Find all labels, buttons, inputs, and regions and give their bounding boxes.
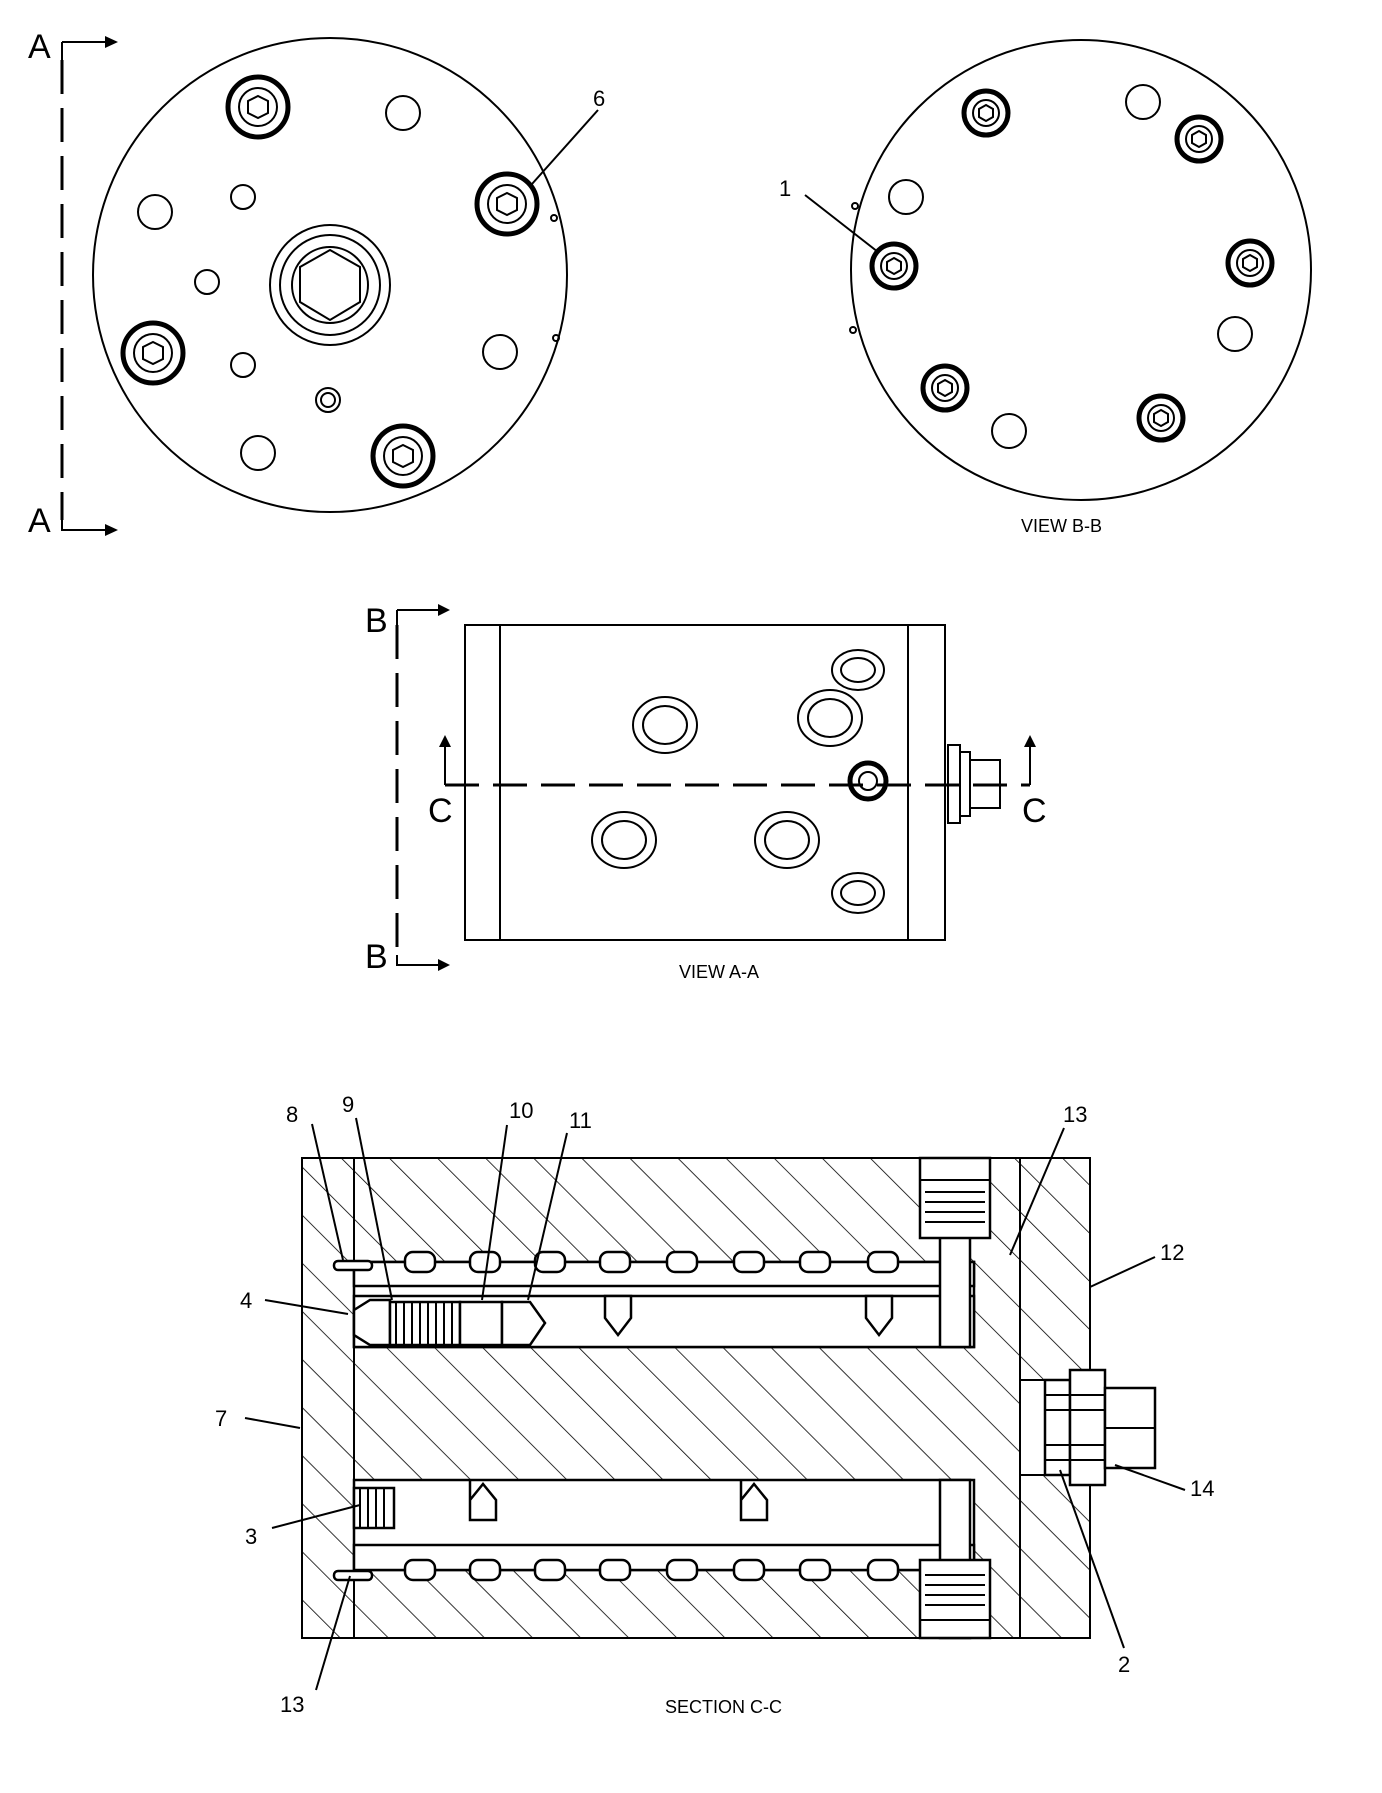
cap-screw: [1174, 114, 1224, 164]
callout-14: 14: [1190, 1476, 1214, 1501]
callout-4: 4: [240, 1288, 252, 1313]
callout-9: 9: [342, 1092, 354, 1117]
cap-screw: [961, 88, 1011, 138]
cap-screw: [920, 363, 970, 413]
cap-screw: [225, 74, 291, 140]
right-fitting: [1043, 1368, 1157, 1487]
callout-3: 3: [245, 1524, 257, 1549]
cap-screw: [1136, 393, 1186, 443]
poppet-assembly: [352, 1298, 547, 1347]
section-mark-a-top: A: [28, 28, 51, 66]
section-mark-a-bottom: A: [28, 502, 51, 540]
view-b-b: 1 VIEW B-B: [779, 39, 1312, 536]
cap-screw: [869, 241, 919, 291]
view-a-a: B B C C VIEW A-A: [365, 602, 1047, 982]
end-cap-disc: [92, 37, 568, 513]
hex-socket-icon: [299, 248, 361, 322]
view-b-b-caption: VIEW B-B: [1021, 516, 1102, 536]
callout-12: 12: [1160, 1240, 1184, 1265]
section-mark-b-bottom: B: [365, 938, 388, 976]
cap-screw: [120, 320, 186, 386]
section-mark-b-top: B: [365, 602, 388, 640]
cap-screw: [370, 423, 436, 489]
view-a-a-caption: VIEW A-A: [679, 962, 759, 982]
callout-11: 11: [569, 1108, 592, 1133]
callout-1: 1: [779, 176, 791, 201]
end-cap-disc-b: [850, 39, 1312, 501]
callout-10: 10: [509, 1098, 533, 1123]
section-mark-c-right: C: [1022, 792, 1047, 830]
valve-body-side: [464, 624, 946, 941]
cap-screw: [1225, 238, 1275, 288]
cap-screw: [474, 171, 540, 237]
callout-8: 8: [286, 1102, 298, 1127]
callout-13-top: 13: [1063, 1102, 1087, 1127]
callout-2: 2: [1118, 1652, 1130, 1677]
callout-7: 7: [215, 1406, 227, 1431]
callout-13-bottom: 13: [280, 1692, 304, 1717]
end-cap-left: [301, 1157, 355, 1639]
section-c-c: 8 9 10 11 4 7 3 13 13 12 14 2 SECTION C-…: [215, 1092, 1214, 1717]
section-c-c-caption: SECTION C-C: [665, 1697, 782, 1717]
port-plug-bottom: [918, 1558, 992, 1640]
callout-6: 6: [593, 86, 605, 111]
end-view-left: A A 6: [28, 28, 605, 540]
section-mark-c-left: C: [428, 792, 453, 830]
port-plug-top: [918, 1156, 992, 1240]
